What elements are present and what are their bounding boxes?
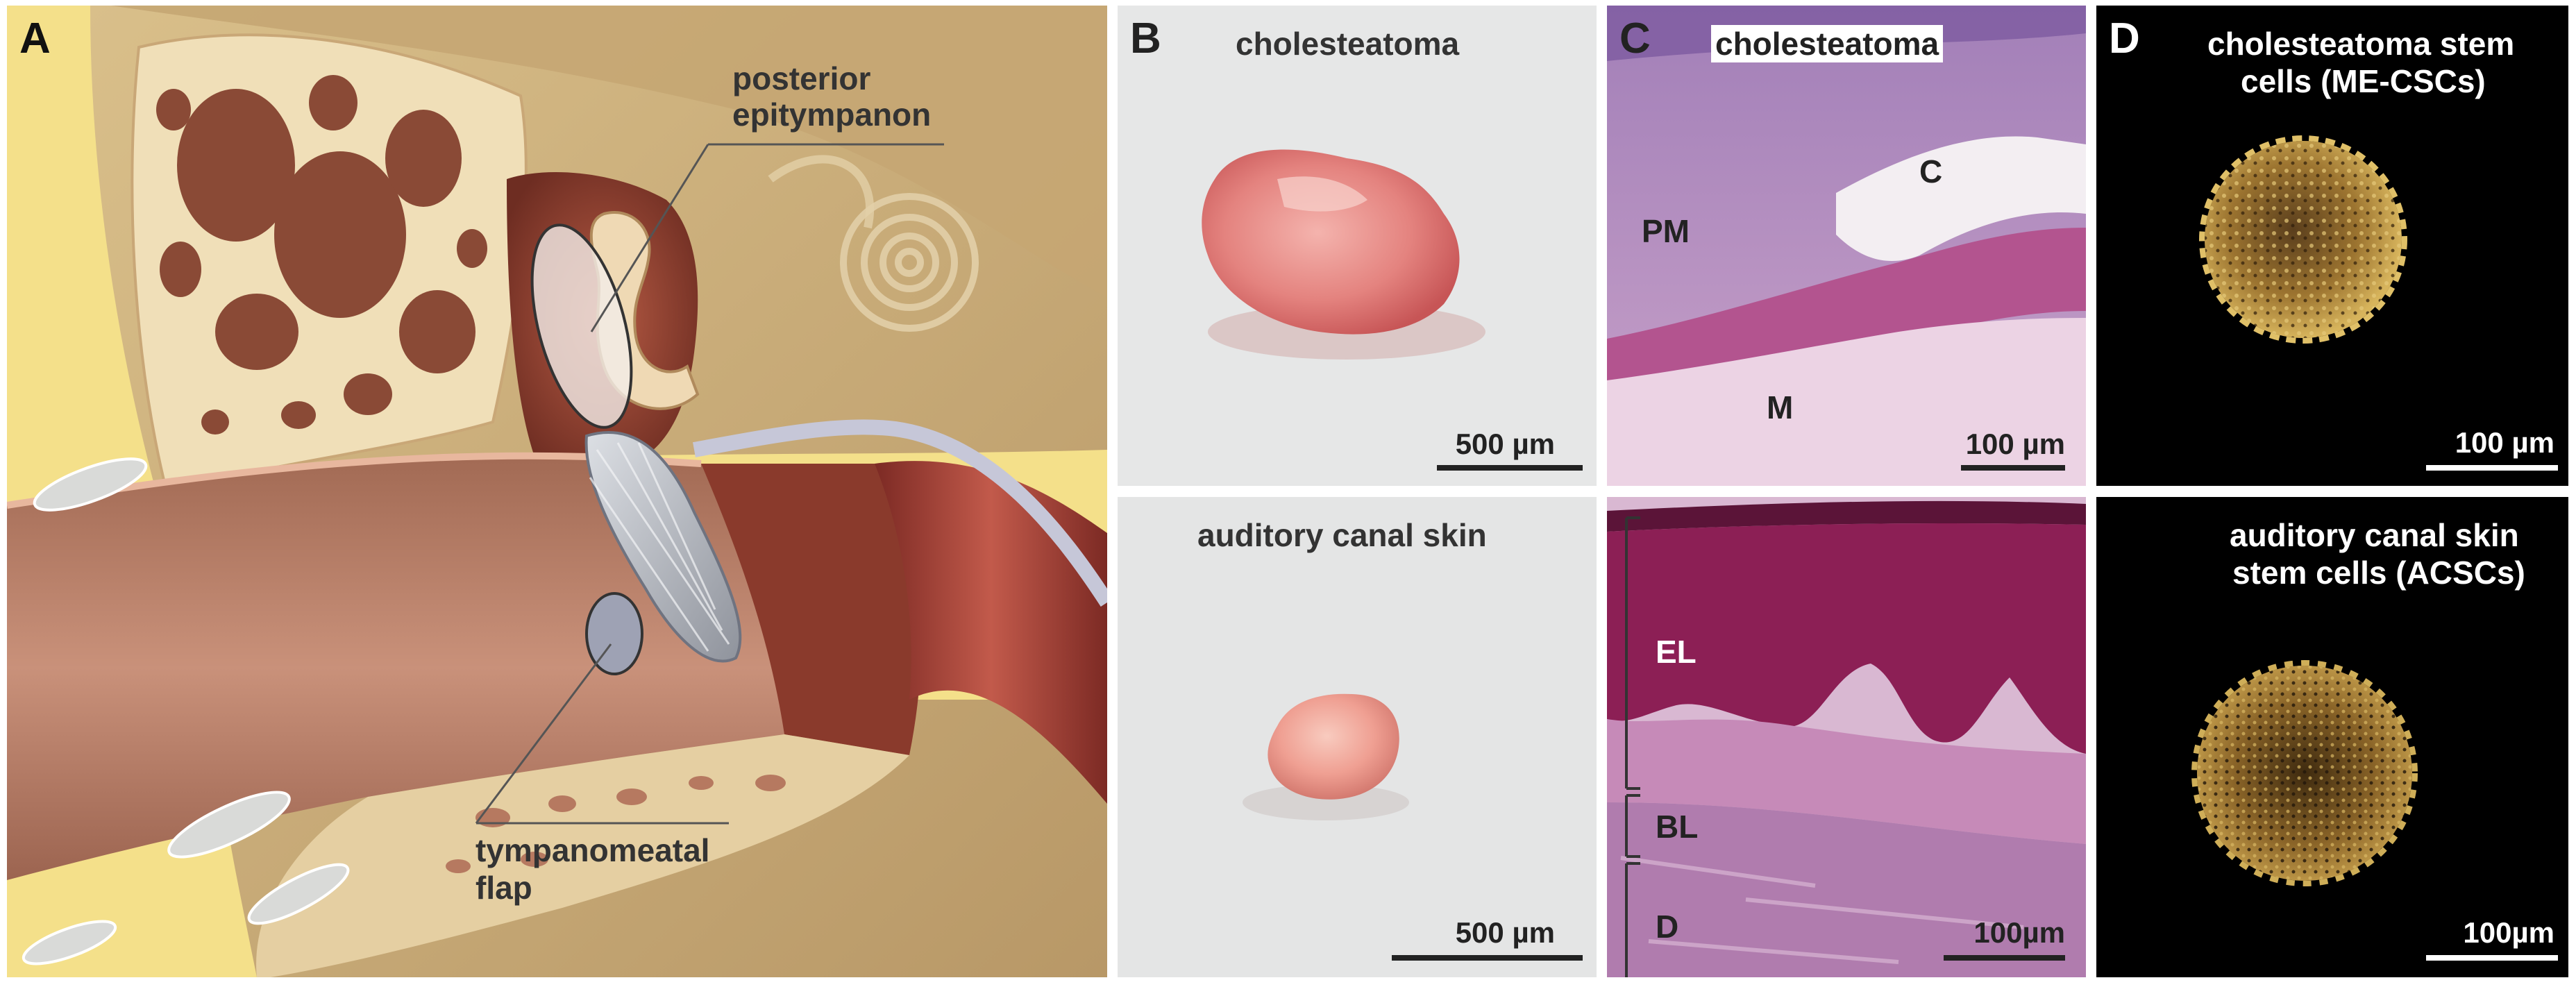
panel-c-bottom-scale-bar: [1944, 955, 2065, 961]
tympanic-membrane-striations: [589, 442, 730, 652]
panel-d-top-me-cscs-spheroid: D cholesteatoma stem cells (ME-CSCs) 100…: [2096, 6, 2568, 486]
matrix-region: [1607, 318, 2086, 486]
auditory-canal-skin-tissue: [1268, 693, 1399, 800]
panel-d-top-scale-bar: [2426, 465, 2558, 471]
posterior-epitympanon-leader: [590, 144, 709, 332]
bone-upper-surface: [111, 6, 1107, 297]
acscs-spheroid-image: [2191, 660, 2418, 886]
semicircular-canal: [768, 155, 875, 229]
spheroid-texture: [2205, 141, 2402, 338]
ear-anatomy-illustration: [7, 6, 1107, 977]
cochlea: [840, 193, 979, 332]
tympanomeatal-flap-label-line1: tympanomeatal: [475, 832, 710, 868]
me-cscs-spheroid-image: [2199, 135, 2407, 344]
panel-d-top-scale-label: 100 µm: [2455, 426, 2554, 459]
stratum-corneum: [1607, 500, 2086, 532]
tympanomeatal-flap-label-line2: flap: [475, 870, 532, 906]
panel-d-bottom-acscs-spheroid: auditory canal skin stem cells (ACSCs) 1…: [2096, 497, 2568, 977]
panel-c-bottom-scale-label: 100µm: [1973, 916, 2065, 949]
dermis: [1607, 802, 2086, 977]
cholesteatoma-he-stain: [1607, 6, 2086, 486]
panel-b-letter: B: [1130, 15, 1161, 62]
panel-d-letter: D: [2109, 15, 2140, 62]
posterior-epitympanon-marker: [530, 223, 633, 429]
panel-c-label-m: M: [1767, 389, 1794, 425]
mastoid-air-cells: [156, 75, 487, 435]
panel-d-bottom-title-line1: auditory canal skin: [2230, 517, 2519, 553]
panel-d-top-title-line2: cells (ME-CSCs): [2241, 63, 2486, 99]
epidermal-layer: [1607, 523, 2086, 754]
panel-c-top-title: cholesteatoma: [1711, 25, 1944, 62]
panel-d-bottom-scale-label: 100µm: [2463, 916, 2554, 949]
panel-c-top-scale-bar: [1961, 465, 2065, 471]
panel-c-label-el: EL: [1656, 634, 1697, 670]
spheroid-texture: [2197, 666, 2412, 881]
panel-d-bottom-title-line2: stem cells (ACSCs): [2232, 555, 2525, 591]
panel-a-letter: A: [19, 15, 51, 62]
epithelial-layer: [1607, 228, 2086, 394]
auditory-canal-skin-he-stain: [1607, 500, 2086, 977]
skin-fat-lobules: [22, 457, 350, 965]
panel-b-bottom-scale-bar: [1392, 955, 1583, 961]
nerve-fiber: [693, 419, 1107, 607]
panel-c-label-bl: BL: [1656, 809, 1699, 845]
dermis-fibers: [1620, 856, 2024, 964]
panel-b-top-scale-label: 500 µm: [1455, 428, 1555, 460]
eustachian-tube-muscle: [875, 461, 1107, 804]
basal-layer: [1607, 719, 2086, 844]
panel-b-top-title: cholesteatoma: [1236, 26, 1460, 62]
panel-c-label-d: D: [1656, 909, 1679, 945]
panel-c-top-cholesteatoma-histology: C cholesteatoma PM C M 100 µm: [1607, 6, 2086, 486]
cholesteatoma-tissue-photo: [1202, 149, 1485, 360]
panel-c-label-c: C: [1919, 153, 1943, 189]
posterior-epitympanon-label-line1: posterior: [732, 60, 871, 96]
spheroid-rim: [2191, 660, 2418, 886]
tympanomeatal-flap-leader: [475, 643, 612, 824]
auditory-canal-skin-photo: [1243, 693, 1409, 820]
posterior-epitympanon-label-line2: epitympanon: [732, 96, 932, 133]
cyst-lumen: [1836, 136, 2086, 262]
panel-c-letter: C: [1619, 15, 1651, 62]
panel-d-bottom-scale-bar: [2426, 955, 2558, 961]
panel-c-label-pm: PM: [1642, 213, 1690, 249]
panel-b-bottom-title: auditory canal skin: [1197, 517, 1487, 553]
skin-tissue-shadow: [1243, 784, 1409, 820]
panel-b-bottom-scale-label: 500 µm: [1455, 916, 1555, 949]
canal-floor-bone: [256, 734, 909, 977]
panel-a-ear-anatomy: A posterior epitympanon tympanomeatal fl…: [7, 6, 1107, 977]
external-ear-canal: [7, 455, 784, 880]
panel-b-top-scale-bar: [1437, 465, 1583, 471]
panel-b-top-cholesteatoma-photo: B cholesteatoma 500 µm: [1118, 6, 1597, 486]
tissue-highlight: [1277, 176, 1367, 212]
cholesteatoma-tissue: [1202, 149, 1460, 335]
panel-c-bottom-skin-histology: EL BL D 100µm: [1607, 497, 2086, 977]
panel-b-bottom-skin-photo: auditory canal skin 500 µm: [1118, 497, 1597, 977]
layer-brackets: [1625, 516, 1640, 977]
panel-c-top-scale-label: 100 µm: [1965, 428, 2065, 460]
panel-d-top-title-line1: cholesteatoma stem: [2207, 26, 2515, 62]
tympanomeatal-flap-marker: [585, 592, 643, 675]
spheroid-rim: [2199, 135, 2407, 344]
